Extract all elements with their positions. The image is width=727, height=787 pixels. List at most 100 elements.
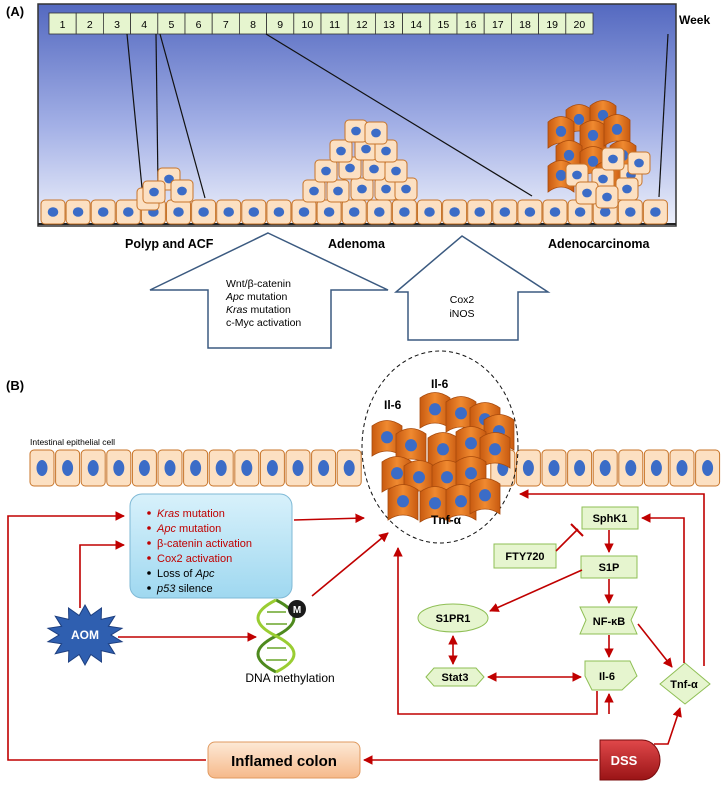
mutation-item: β-catenin activation (157, 538, 252, 550)
node-tnfa (659, 662, 711, 705)
week-cell: 4 (130, 12, 159, 35)
epithelial-cell (336, 449, 362, 487)
epithelial-cell (259, 449, 285, 487)
week-cell: 16 (456, 12, 485, 35)
epithelial-cell (291, 199, 317, 225)
node-s1pr1-label: S1PR1 (436, 613, 471, 625)
week-cell: 15 (429, 12, 458, 35)
epithelial-cell (326, 179, 350, 203)
tumor-label-tnfa: Tnf-α (431, 513, 462, 527)
week-number: 12 (356, 19, 368, 31)
mutation-item: Loss of Apc (157, 568, 215, 580)
stage-label-adenoma: Adenoma (328, 237, 386, 251)
epithelial-row-b (29, 449, 721, 487)
dss-label: DSS (611, 753, 638, 768)
epithelial-cell (208, 449, 234, 487)
epithelial-cell (384, 159, 408, 183)
epithelial-cell (601, 147, 625, 171)
week-number: 7 (223, 19, 229, 31)
epithelial-cell (115, 199, 141, 225)
node-fty720-label: FTY720 (505, 551, 544, 563)
epithelial-cell (350, 177, 374, 201)
week-cell: 18 (510, 12, 539, 35)
epithelial-cell (316, 199, 342, 225)
week-cell: 3 (103, 12, 132, 35)
week-cell: 13 (374, 12, 403, 35)
week-cell: 19 (538, 12, 567, 35)
mutation-box (129, 493, 293, 599)
node-tnfa-label: Tnf-α (670, 679, 698, 691)
node-il6-label: Il-6 (599, 671, 615, 683)
week-number: 18 (519, 19, 531, 31)
tumor-cell (419, 486, 451, 523)
tumor-cell (469, 478, 501, 515)
epithelial-cell (627, 151, 651, 175)
week-cell: 7 (211, 12, 240, 35)
node-s1p (580, 555, 638, 579)
epithelial-cell (341, 199, 367, 225)
epithelial-cell (695, 449, 721, 487)
mutation-item: Apc mutation (156, 523, 221, 535)
tumor-cell (387, 484, 419, 521)
week-number: 8 (250, 19, 256, 31)
epithelial-cell (90, 199, 116, 225)
week-number: 17 (492, 19, 504, 31)
node-fty720 (493, 543, 557, 569)
methylation-badge-label: M (293, 605, 301, 616)
stage-label-adenocarcinoma: Adenocarcinoma (548, 237, 650, 251)
pathway-arrows (7, 489, 705, 765)
week-number: 15 (438, 19, 450, 31)
node-sphk1 (581, 506, 639, 530)
epithelial-cell (191, 199, 217, 225)
stage-label-polyp: Polyp and ACF (125, 237, 214, 251)
epithelial-cell (311, 449, 337, 487)
tumor-cell (445, 396, 477, 433)
epithelial-cell (517, 199, 543, 225)
epithelial-cell (157, 449, 183, 487)
week-cell: 1 (48, 12, 77, 35)
epithelial-cell (542, 199, 568, 225)
tumor-dashed-circle (361, 350, 519, 544)
tumor-cluster (371, 392, 515, 523)
tumor-label-il6-top: Il-6 (431, 377, 449, 391)
epithelial-cell (492, 199, 518, 225)
node-s1pr1 (417, 603, 489, 633)
epithelial-cell (669, 449, 695, 487)
epithelial-cell (618, 449, 644, 487)
week-number: 2 (87, 19, 93, 31)
week-cell: 11 (320, 12, 349, 35)
epithelial-cell (595, 185, 619, 209)
epithelial-cell (391, 199, 417, 225)
week-number: 19 (546, 19, 558, 31)
epithelial-cell (643, 449, 669, 487)
node-s1p-label: S1P (599, 562, 620, 574)
week-cell: 2 (75, 12, 104, 35)
timeline-connectors (126, 33, 669, 199)
tumor-label-il6-left: Il-6 (384, 398, 402, 412)
epithelial-cell (366, 199, 392, 225)
epithelial-cell (374, 139, 398, 163)
mutation-item: Cox2 activation (157, 553, 232, 565)
epithelial-cell (131, 449, 157, 487)
mutation-item: Kras mutation (157, 508, 225, 520)
week-label: Week (679, 13, 710, 27)
week-number: 9 (277, 19, 283, 31)
progression-arrow-2 (393, 235, 551, 341)
tumor-cell (547, 116, 575, 149)
epithelial-cell (541, 449, 567, 487)
epithelial-cell (417, 199, 442, 225)
week-cell: 8 (238, 12, 267, 35)
epithelial-cell (241, 199, 267, 225)
week-cell: 17 (483, 12, 512, 35)
arrow-1-line: Kras mutation (226, 304, 291, 316)
epithelial-cell (166, 199, 191, 225)
epithelial-cell (467, 199, 493, 225)
epithelial-cell (314, 159, 338, 183)
inflamed-colon-label: Inflamed colon (231, 753, 337, 770)
epithelial-cell (55, 449, 81, 487)
node-nfkb (579, 606, 638, 635)
epithelial-cell (394, 177, 418, 201)
